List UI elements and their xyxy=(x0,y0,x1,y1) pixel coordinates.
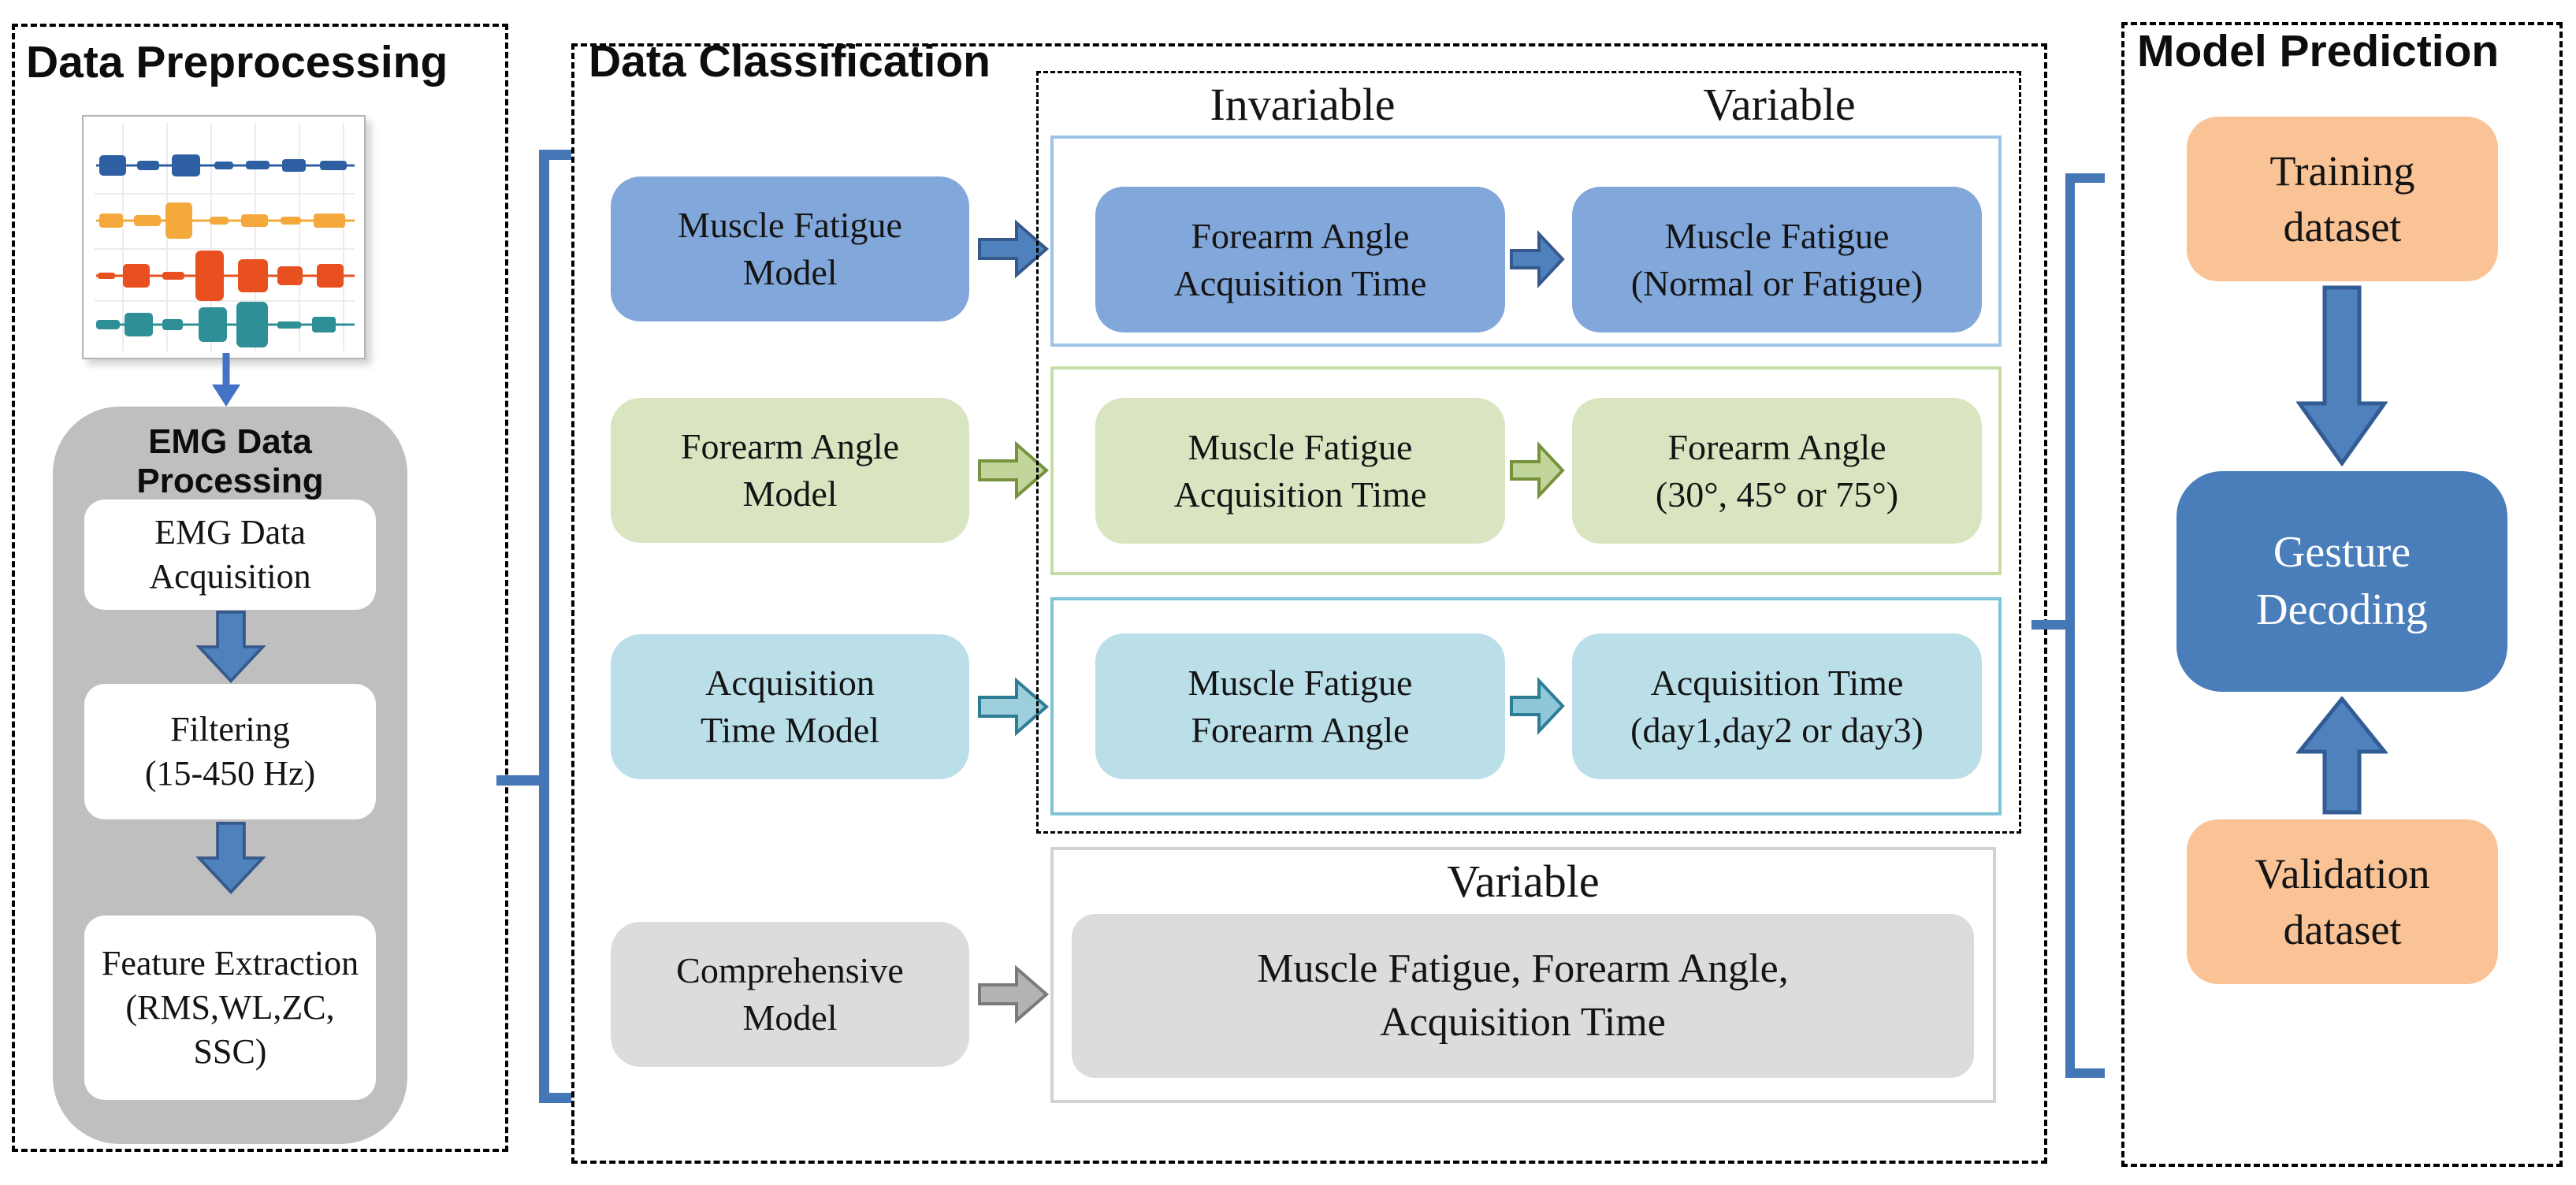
invariable-box-row2: Muscle Fatigue Acquisition Time xyxy=(1095,398,1505,544)
training-dataset-box: Training dataset xyxy=(2187,117,2498,281)
model-box-muscle-fatigue: Muscle Fatigue Model xyxy=(611,176,969,321)
invariable-variable-group: Invariable Variable xyxy=(1036,71,2021,834)
prediction-title: Model Prediction xyxy=(2137,26,2500,76)
classification-title: Data Classification xyxy=(589,36,991,87)
emg-processing-group: EMG Data Processing EMG Data Acquisition… xyxy=(53,407,407,1144)
emg-waveforms-image xyxy=(95,123,355,351)
variable-header-row4: Variable xyxy=(1447,856,1600,907)
right-arrow-icon xyxy=(978,440,1050,500)
invariable-box-row1: Forearm Angle Acquisition Time xyxy=(1095,187,1505,332)
emg-channel-blue xyxy=(96,154,355,176)
emg-channel-orange xyxy=(96,202,355,239)
column-header-variable: Variable xyxy=(1703,79,1856,130)
small-right-arrow-icon xyxy=(1510,440,1565,500)
variable-box-row1: Muscle Fatigue (Normal or Fatigue) xyxy=(1572,187,1982,332)
left-bracket-bar xyxy=(539,150,549,1103)
emg-signal-thumbnail xyxy=(82,115,366,359)
right-bracket-bar xyxy=(2065,173,2075,1078)
small-right-arrow-icon xyxy=(1510,676,1565,736)
step-box-filtering: Filtering (15-450 Hz) xyxy=(84,684,376,819)
model-box-comprehensive: Comprehensive Model xyxy=(611,922,969,1067)
emg-channel-teal xyxy=(96,302,355,347)
big-down-arrow-icon xyxy=(2296,285,2388,466)
emg-channel-red xyxy=(96,251,355,301)
left-bracket-connector xyxy=(496,775,544,786)
variable-box-row2: Forearm Angle (30°, 45° or 75°) xyxy=(1572,398,1982,544)
right-bracket-connector xyxy=(2031,620,2069,630)
big-up-arrow-icon xyxy=(2296,697,2388,815)
small-right-arrow-icon xyxy=(1510,229,1565,289)
variable-box-row4: Muscle Fatigue, Forearm Angle, Acquisiti… xyxy=(1072,914,1974,1078)
step-box-emg-acquisition: EMG Data Acquisition xyxy=(84,500,376,610)
down-arrow-icon xyxy=(212,353,240,407)
gesture-decoding-box: Gesture Decoding xyxy=(2176,471,2507,692)
block-down-arrow-icon xyxy=(195,821,266,894)
preprocessing-title: Data Preprocessing xyxy=(26,37,448,87)
column-header-invariable: Invariable xyxy=(1210,79,1396,130)
model-box-acquisition-time: Acquisition Time Model xyxy=(611,634,969,779)
invariable-box-row3: Muscle Fatigue Forearm Angle xyxy=(1095,633,1505,779)
validation-dataset-box: Validation dataset xyxy=(2187,819,2498,984)
right-bracket-tip-top xyxy=(2065,173,2105,183)
emg-processing-group-label: EMG Data Processing xyxy=(136,422,324,500)
right-arrow-icon xyxy=(978,219,1050,279)
variable-box-row3: Acquisition Time (day1,day2 or day3) xyxy=(1572,633,1982,779)
right-arrow-icon xyxy=(978,964,1050,1024)
step-box-feature-extraction: Feature Extraction (RMS,WL,ZC, SSC) xyxy=(84,916,376,1100)
right-bracket-tip-bottom xyxy=(2065,1068,2105,1078)
right-arrow-icon xyxy=(978,677,1050,737)
model-box-forearm-angle: Forearm Angle Model xyxy=(611,398,969,543)
panel-data-preprocessing: Data Preprocessing xyxy=(12,24,508,1152)
block-down-arrow-icon xyxy=(195,610,266,683)
